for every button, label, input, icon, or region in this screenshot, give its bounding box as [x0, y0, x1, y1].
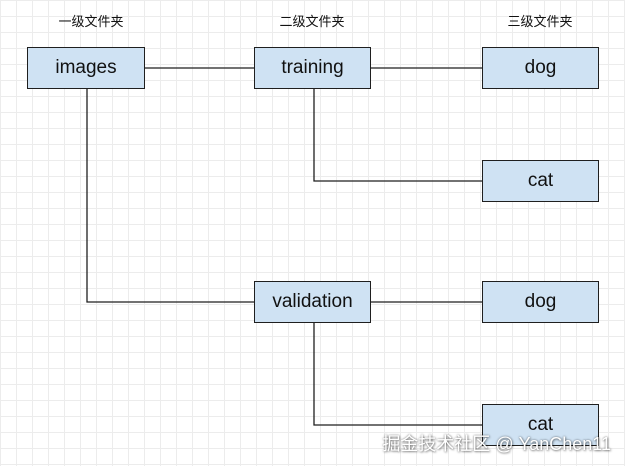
- header-level-2: 二级文件夹: [279, 14, 345, 29]
- header-level-3: 三级文件夹: [507, 14, 573, 29]
- watermark-text: 掘金技术社区 @ YanChen11: [382, 434, 611, 454]
- header-level-1: 一级文件夹: [58, 14, 124, 29]
- node-training: training: [254, 47, 371, 89]
- node-training-cat: cat: [482, 160, 599, 202]
- node-training-dog: dog: [482, 47, 599, 89]
- node-validation-dog: dog: [482, 281, 599, 323]
- connector-images-validation: [86, 89, 254, 303]
- connector-training-cat: [313, 89, 482, 182]
- connector-validation-cat: [313, 323, 482, 426]
- node-validation: validation: [254, 281, 371, 323]
- node-images: images: [27, 47, 145, 89]
- node-validation-cat: cat: [482, 404, 599, 446]
